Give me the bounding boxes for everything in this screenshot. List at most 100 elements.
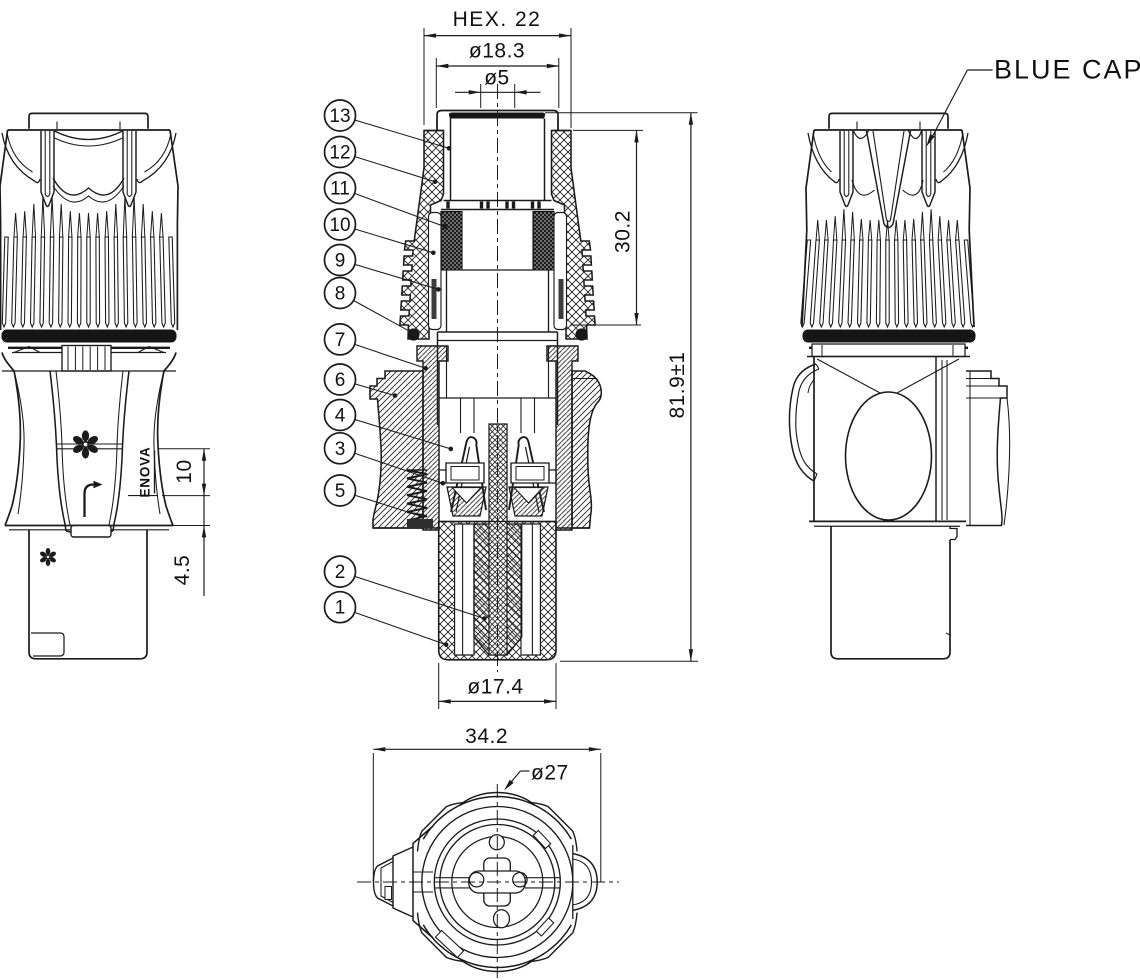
knurl-rib bbox=[920, 239, 928, 329]
drawing-path bbox=[108, 370, 124, 526]
drawing-line bbox=[928, 69, 968, 144]
drawing-shape bbox=[440, 210, 463, 271]
drawing-shape bbox=[802, 329, 976, 343]
drawing-path bbox=[54, 137, 123, 147]
drawing-path bbox=[450, 486, 483, 504]
drawing-shape bbox=[558, 279, 564, 319]
balloon-number: 9 bbox=[335, 251, 346, 272]
leader-dot bbox=[448, 446, 454, 452]
drawing-path bbox=[571, 370, 603, 529]
drawing-path bbox=[945, 632, 951, 636]
drawing-path bbox=[828, 112, 949, 129]
drawing-path bbox=[807, 379, 815, 394]
dimension-arrowhead bbox=[546, 63, 559, 69]
dimension-arrowhead bbox=[634, 313, 639, 325]
dimension-arrowhead bbox=[93, 480, 103, 489]
drawing-path bbox=[49, 196, 55, 239]
drawing-line bbox=[354, 494, 421, 517]
dimension-arrowhead bbox=[201, 525, 207, 538]
knurl-rib bbox=[885, 239, 890, 329]
petal bbox=[45, 559, 51, 566]
drawing-shape bbox=[479, 201, 484, 209]
balloon-circle-8 bbox=[323, 276, 357, 310]
knurl-rib bbox=[809, 239, 820, 329]
petal bbox=[49, 557, 56, 563]
drawing-path bbox=[54, 130, 123, 141]
drawing-path bbox=[807, 132, 840, 184]
drawing-path bbox=[955, 219, 960, 242]
drawing-shape bbox=[811, 343, 966, 358]
drawing-path bbox=[812, 132, 832, 173]
balloon-number: 4 bbox=[335, 406, 346, 427]
dim-bottom-view: 34.2 ø27 bbox=[372, 725, 602, 882]
drawing-path bbox=[865, 130, 912, 229]
knurl-rib bbox=[29, 236, 37, 329]
leader-dot bbox=[436, 287, 441, 292]
dim-text: 10 bbox=[173, 459, 196, 483]
drawing-path bbox=[816, 358, 883, 395]
drawing-path bbox=[150, 211, 155, 239]
knurl-rib bbox=[168, 236, 176, 329]
drawing-shape bbox=[505, 201, 509, 209]
drawing-path bbox=[527, 912, 578, 963]
leader-dot bbox=[440, 480, 446, 486]
drawing-line bbox=[354, 156, 436, 183]
drawing-shape bbox=[535, 917, 555, 937]
dim-text: 34.2 bbox=[465, 725, 508, 748]
drawing-path bbox=[788, 363, 817, 482]
drawing-path bbox=[920, 211, 925, 242]
drawing-path bbox=[830, 526, 951, 660]
knurl-rib bbox=[150, 236, 157, 329]
drawing-path bbox=[52, 185, 125, 203]
drawing-path bbox=[935, 132, 969, 184]
drawing-path bbox=[95, 212, 100, 239]
drawing-path bbox=[885, 219, 890, 242]
drawing-path bbox=[851, 179, 875, 196]
dimension-arrowhead bbox=[201, 483, 207, 496]
drawing-path bbox=[136, 132, 177, 184]
dimension-arrowhead bbox=[634, 130, 639, 143]
drawing-path bbox=[508, 436, 545, 513]
drawing-path bbox=[6, 132, 33, 173]
drawing-path bbox=[512, 486, 545, 504]
dim-text: ø17.4 bbox=[467, 676, 523, 699]
view-face-bottom bbox=[357, 784, 619, 978]
petal bbox=[87, 444, 98, 453]
dimension-arrowhead bbox=[504, 779, 514, 791]
drawing-path bbox=[928, 209, 934, 242]
dimension-arrowhead bbox=[436, 63, 449, 69]
knurl-rib bbox=[928, 239, 937, 329]
knurl-rib bbox=[67, 236, 73, 329]
drawing-path bbox=[801, 229, 975, 328]
drawing-path bbox=[52, 177, 125, 196]
drawing-path bbox=[852, 130, 870, 140]
balloon-6: 6 bbox=[323, 363, 398, 398]
drawing-shape bbox=[530, 201, 535, 209]
dimension-arrowhead bbox=[373, 747, 386, 752]
drawing-path bbox=[921, 131, 936, 208]
knurl-rib bbox=[11, 236, 18, 329]
drawing-path bbox=[144, 132, 172, 173]
drawing-path bbox=[1003, 397, 1011, 526]
drawing-shape bbox=[431, 279, 437, 319]
drawing-path bbox=[369, 370, 424, 529]
drawing-path bbox=[902, 219, 908, 242]
drawing-circle bbox=[512, 871, 528, 888]
drawing-line bbox=[354, 343, 426, 369]
knurl-rib bbox=[48, 236, 55, 329]
drawing-path bbox=[937, 216, 943, 242]
drawing-path bbox=[140, 203, 146, 239]
drawing-line bbox=[354, 418, 451, 450]
drawing-shape bbox=[537, 201, 541, 209]
drawing-path bbox=[22, 211, 27, 239]
petal bbox=[40, 551, 47, 557]
leader-dot bbox=[423, 366, 428, 371]
drawing-shape bbox=[486, 201, 490, 209]
drawing-path bbox=[943, 132, 964, 173]
drawing-path bbox=[902, 179, 924, 196]
torx-icon bbox=[73, 430, 98, 459]
drawing-circle bbox=[468, 871, 485, 888]
drawing-path bbox=[131, 196, 137, 239]
knurl-rib bbox=[946, 239, 956, 329]
drawing-path bbox=[824, 219, 829, 242]
